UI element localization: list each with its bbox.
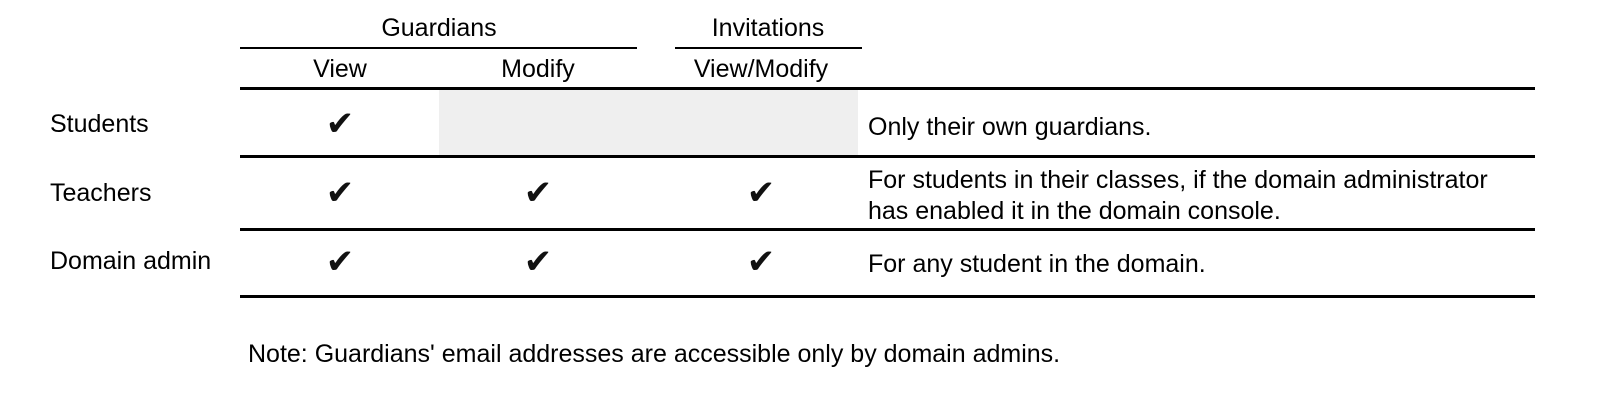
row-label-domain-admin: Domain admin: [50, 247, 212, 275]
checkmark-students-guardians-view: ✔: [325, 104, 355, 144]
row-description-domain-admin: For any student in the domain.: [868, 250, 1206, 278]
column-header-guardians-view: View: [313, 55, 367, 83]
checkmark-teachers-guardians-view: ✔: [325, 173, 355, 213]
column-group-header-invitations: Invitations: [711, 14, 825, 42]
checkmark-teachers-invitations-view-modify: ✔: [746, 173, 776, 213]
column-header-guardians-modify: Modify: [501, 55, 575, 83]
disabled-cell-students-modify-invitations: [439, 90, 858, 155]
column-group-header-guardians: Guardians: [381, 14, 497, 42]
checkmark-domain-admin-invitations-view-modify: ✔: [746, 242, 776, 282]
table-rule-bottom: [240, 295, 1535, 298]
footnote-text: Note: Guardians' email addresses are acc…: [248, 340, 1061, 368]
row-description-students: Only their own guardians.: [868, 113, 1152, 141]
table-rule-after-teachers: [240, 228, 1535, 231]
row-label-teachers: Teachers: [50, 179, 152, 207]
checkmark-domain-admin-guardians-view: ✔: [325, 242, 355, 282]
group-rule-guardians: [240, 47, 637, 49]
column-header-invitations-view-modify: View/Modify: [693, 55, 829, 83]
group-rule-invitations: [675, 47, 862, 49]
checkmark-domain-admin-guardians-modify: ✔: [523, 242, 553, 282]
checkmark-teachers-guardians-modify: ✔: [523, 173, 553, 213]
table-rule-after-students: [240, 155, 1535, 158]
row-description-teachers: For students in their classes, if the do…: [868, 166, 1488, 225]
row-label-students: Students: [50, 110, 149, 138]
table-rule-header-bottom: [240, 87, 1535, 90]
